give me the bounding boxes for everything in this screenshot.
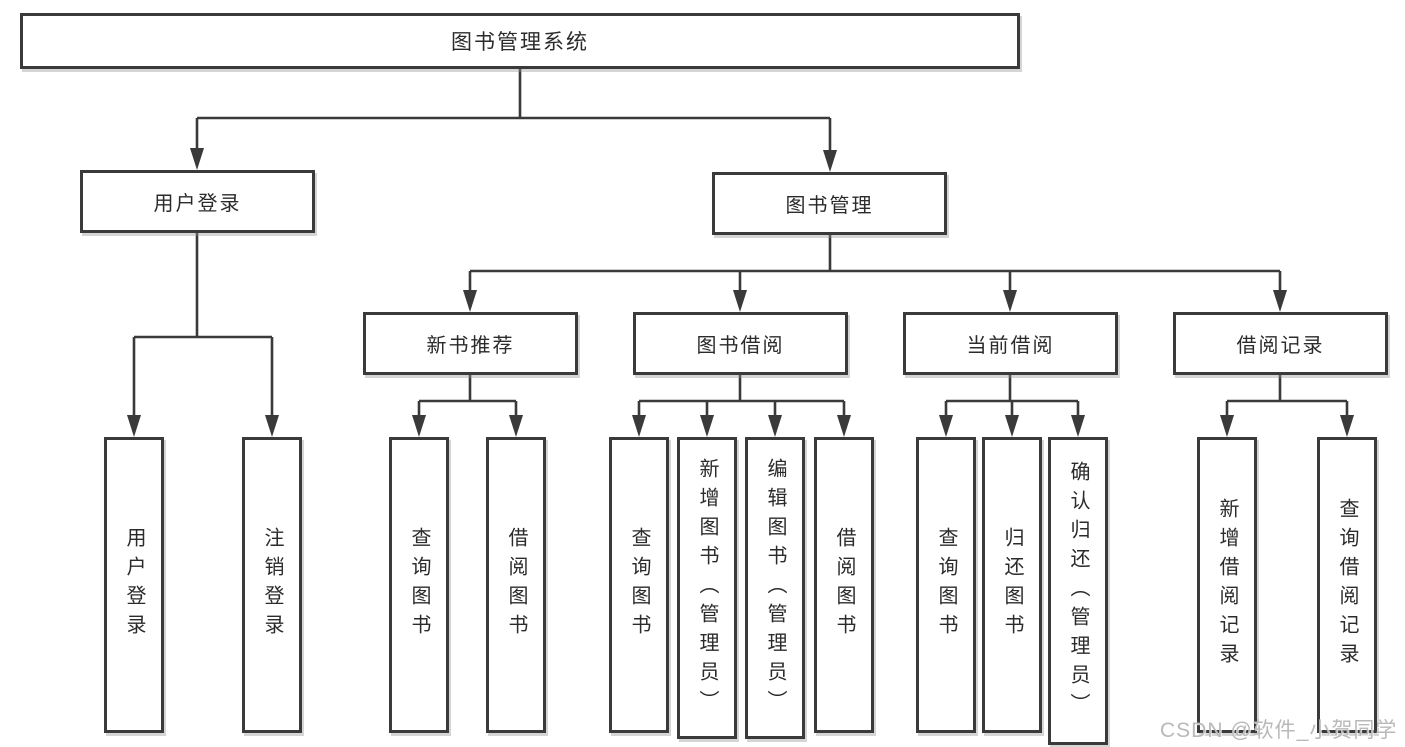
watermark-text: CSDN @软件_小贺同学 — [1160, 719, 1398, 742]
arrowhead — [823, 150, 837, 172]
leaf-borrow-edit-books-admin: 编辑图书（管理员） — [745, 437, 805, 739]
leaf-current-confirm-return-admin: 确认归还（管理员） — [1048, 437, 1108, 745]
leaf-user-login-label: 用户登录 — [123, 527, 145, 643]
arrowhead — [412, 415, 426, 437]
arrowhead — [700, 415, 714, 437]
leaf-newbooks-query-books: 查询图书 — [389, 437, 449, 733]
connector-new-books-split — [417, 375, 518, 421]
node-book-management: 图书管理 — [712, 172, 947, 235]
arrowhead — [1340, 415, 1354, 437]
connector-root-split — [195, 69, 832, 154]
leaf-borrow-query-books: 查询图书 — [609, 437, 669, 733]
leaf-borrow-borrow-books: 借阅图书 — [814, 437, 874, 733]
leaf-records-query-record-label: 查询借阅记录 — [1336, 498, 1358, 672]
node-borrow-records-label: 借阅记录 — [1236, 335, 1325, 357]
arrowhead — [463, 290, 477, 312]
leaf-logout: 注销登录 — [242, 437, 302, 733]
leaf-records-add-record-label: 新增借阅记录 — [1216, 498, 1238, 672]
leaf-newbooks-borrow-books-label: 借阅图书 — [505, 527, 527, 643]
arrowhead — [768, 415, 782, 437]
leaf-borrow-query-books-label: 查询图书 — [628, 527, 650, 643]
node-borrow-records: 借阅记录 — [1173, 312, 1388, 375]
node-current-borrow: 当前借阅 — [903, 312, 1118, 375]
node-new-books-label: 新书推荐 — [426, 335, 515, 357]
node-user-login-label: 用户登录 — [153, 193, 242, 215]
connector-current-borrow-split — [944, 375, 1080, 421]
arrowhead — [265, 415, 279, 437]
node-system-root-label: 图书管理系统 — [451, 31, 589, 54]
node-user-login: 用户登录 — [80, 170, 315, 233]
leaf-current-return-books: 归还图书 — [982, 437, 1042, 733]
arrowhead — [733, 290, 747, 312]
arrowhead — [632, 415, 646, 437]
arrowhead — [509, 415, 523, 437]
node-book-borrow: 图书借阅 — [633, 312, 848, 375]
leaf-newbooks-borrow-books: 借阅图书 — [486, 437, 546, 733]
arrowhead — [190, 148, 204, 170]
leaf-records-query-record: 查询借阅记录 — [1317, 437, 1377, 733]
node-new-books: 新书推荐 — [363, 312, 578, 375]
connector-book-borrow-split — [637, 375, 846, 421]
leaf-borrow-borrow-books-label: 借阅图书 — [833, 527, 855, 643]
leaf-user-login: 用户登录 — [104, 437, 164, 733]
leaf-current-confirm-return-admin-label: 确认归还（管理员） — [1067, 460, 1089, 722]
connector-paths — [132, 69, 1349, 421]
leaf-current-query-books: 查询图书 — [916, 437, 976, 733]
connector-book-management-split — [468, 235, 1282, 295]
leaf-borrow-add-books-admin-label: 新增图书（管理员） — [696, 457, 718, 719]
leaf-logout-label: 注销登录 — [261, 527, 283, 643]
node-book-management-label: 图书管理 — [785, 195, 874, 217]
leaf-current-query-books-label: 查询图书 — [935, 527, 957, 643]
arrowhead — [837, 415, 851, 437]
node-current-borrow-label: 当前借阅 — [966, 335, 1055, 357]
connector-borrow-records-split — [1225, 375, 1349, 421]
arrowheads — [127, 148, 1354, 437]
arrowhead — [1273, 290, 1287, 312]
arrowhead — [1220, 415, 1234, 437]
leaf-borrow-edit-books-admin-label: 编辑图书（管理员） — [764, 457, 786, 719]
arrowhead — [127, 415, 141, 437]
node-book-borrow-label: 图书借阅 — [696, 335, 785, 357]
leaf-newbooks-query-books-label: 查询图书 — [408, 527, 430, 643]
leaf-records-add-record: 新增借阅记录 — [1197, 437, 1257, 733]
arrowhead — [1005, 415, 1019, 437]
connector-user-login-split — [132, 233, 274, 421]
arrowhead — [1003, 290, 1017, 312]
leaf-borrow-add-books-admin: 新增图书（管理员） — [677, 437, 737, 739]
arrowhead — [1071, 415, 1085, 437]
node-system-root: 图书管理系统 — [20, 13, 1020, 69]
arrowhead — [939, 415, 953, 437]
leaf-current-return-books-label: 归还图书 — [1001, 527, 1023, 643]
